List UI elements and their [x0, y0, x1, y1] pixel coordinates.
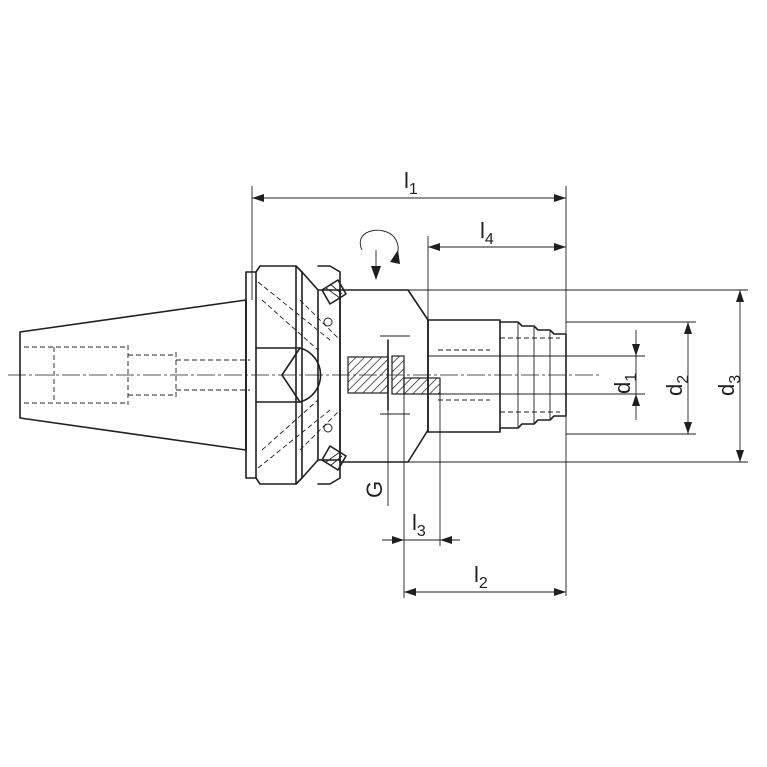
label-G: G: [362, 481, 387, 498]
label-l2: l2: [474, 562, 488, 592]
dimension-l2: [403, 394, 566, 598]
dimension-l1: [251, 186, 567, 596]
label-d3: d3: [714, 375, 744, 396]
collet-nose: [427, 319, 567, 433]
set-screw-section: [347, 335, 441, 415]
label-l4: l4: [480, 218, 494, 248]
dimension-l3: [382, 394, 460, 546]
dimension-l4: [427, 236, 566, 320]
rotation-arrow-icon: [359, 229, 400, 280]
label-d1: d1: [610, 373, 640, 394]
key-screw-bottom: [321, 423, 347, 471]
label-l1: l1: [404, 168, 418, 198]
label-l3: l3: [412, 510, 426, 540]
dimension-d1: [566, 330, 645, 420]
inner-bore: [255, 281, 341, 469]
label-d2: d2: [662, 375, 692, 396]
dimension-d2: [566, 321, 696, 435]
key-screw-top: [321, 279, 347, 327]
dimension-d3: [408, 289, 748, 463]
pull-stud-bore: [24, 345, 250, 405]
taper-shank: [19, 299, 250, 451]
